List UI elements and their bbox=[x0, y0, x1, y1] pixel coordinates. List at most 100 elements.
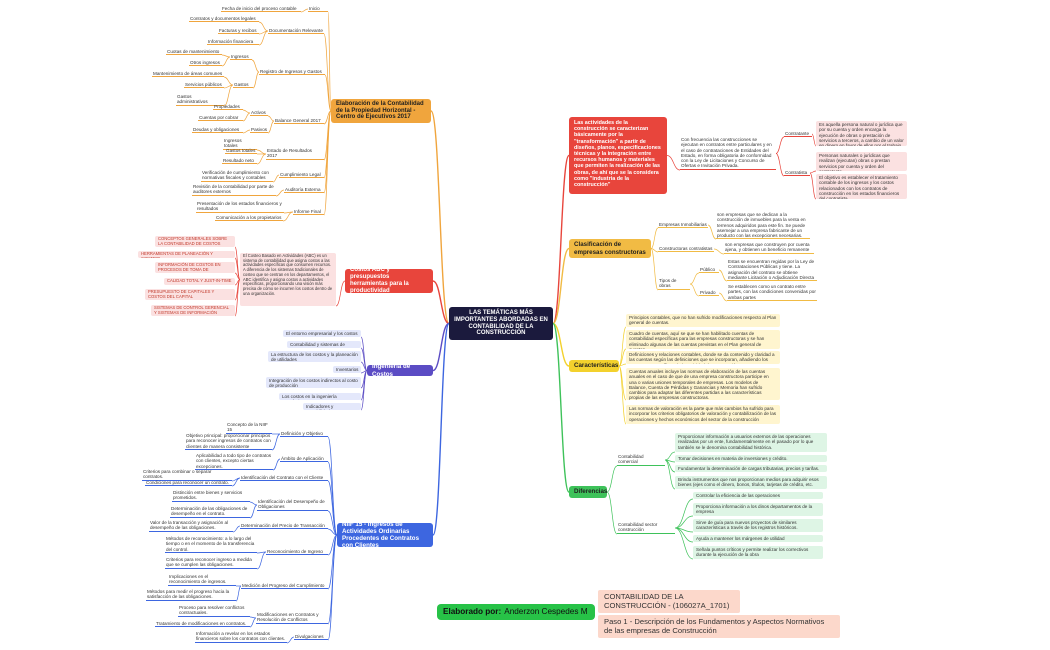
node-ingresos[interactable]: Ingresos bbox=[230, 54, 252, 61]
node-contratista[interactable]: Contratista bbox=[784, 170, 810, 177]
ing-item-ingenieria-economica[interactable]: Los costos en la ingeniería económica bbox=[279, 393, 361, 400]
niif-def-concepto[interactable]: Concepto de la NIIF 15 bbox=[226, 422, 272, 434]
leaf-verificacion[interactable]: Verificación de cumplimiento con normati… bbox=[201, 170, 273, 182]
ing-item-estructura[interactable]: La estructura de los costos y la planeac… bbox=[268, 351, 361, 362]
node-contab-sector[interactable]: Contabilidad sector construcción bbox=[617, 522, 675, 534]
niif-definicion[interactable]: Definición y Objetivo bbox=[280, 431, 328, 438]
node-registro[interactable]: Registro de Ingresos y Gastos bbox=[259, 69, 325, 76]
niif-def-objetivo[interactable]: Objetivo principal: proporcionar princip… bbox=[185, 433, 272, 450]
node-cumplimiento[interactable]: Cumplimiento Legal bbox=[279, 172, 324, 179]
course-title[interactable]: CONTABILIDAD DE LA CONSTRUCCIÓN - (10602… bbox=[598, 590, 740, 613]
comercial-item-3[interactable]: Fundamentar la determinación de cargas t… bbox=[675, 465, 827, 472]
node-estado[interactable]: Estado de Resultados 2017 bbox=[266, 148, 324, 160]
branch-clasificacion[interactable]: Clasificación de empresas constructoras bbox=[569, 239, 651, 258]
node-activos[interactable]: Activos bbox=[250, 110, 268, 117]
branch-elaboracion[interactable]: Elaboración de la Contabilidad de la Pro… bbox=[331, 99, 431, 123]
leaf-facturas[interactable]: Facturas y recibos bbox=[218, 28, 259, 35]
node-inicio[interactable]: Inicio bbox=[308, 6, 328, 13]
niif-recon-b[interactable]: Criterios para reconocer ingreso a medid… bbox=[165, 557, 257, 569]
niif-obligaciones[interactable]: Identificación del Desempeño de Obligaci… bbox=[257, 499, 328, 511]
leaf-comunicacion[interactable]: Comunicación a los propietarios bbox=[215, 215, 283, 222]
branch-ingenieria[interactable]: Ingeniería de Costos bbox=[367, 365, 433, 376]
caract-definiciones[interactable]: Definiciones y relaciones contables, don… bbox=[626, 351, 780, 364]
sector-item-2[interactable]: Proporciona información a los dinos depa… bbox=[693, 503, 823, 516]
niif-recon-a[interactable]: Métodos de reconocimiento: a lo largo de… bbox=[165, 536, 257, 553]
comercial-item-1[interactable]: Proporcionar información a usuarios exte… bbox=[675, 433, 827, 452]
node-gastos[interactable]: Gastos bbox=[233, 82, 253, 89]
leaf-gastos-totales[interactable]: Gastos totales bbox=[225, 148, 257, 155]
leaf-contratos[interactable]: Contratos y documentos legales bbox=[189, 16, 259, 23]
abc-item-informacion[interactable]: INFORMACIÓN DE COSTOS EN PROCESOS DE TOM… bbox=[155, 262, 235, 273]
caract-principios[interactable]: Principios contables, que no han sufrido… bbox=[626, 314, 780, 327]
niif-ident-a[interactable]: Criterios para combinar o separar contra… bbox=[142, 469, 232, 481]
abc-item-herramientas[interactable]: HERRAMIENTAS DE PLANEACIÓN Y CONTROL bbox=[138, 251, 235, 258]
leaf-presentacion[interactable]: Presentación de los estados financieros … bbox=[196, 201, 284, 213]
leaf-propiedades[interactable]: Propiedades bbox=[213, 104, 243, 111]
ing-item-integracion[interactable]: Integración de los costos indirectos al … bbox=[266, 377, 361, 388]
niif-ident-b[interactable]: Condiciones para reconocer un contrato. bbox=[145, 480, 232, 487]
abc-item-conceptos[interactable]: CONCEPTOS GENERALES SOBRE LA CONTABILIDA… bbox=[155, 236, 235, 247]
niif-precio[interactable]: Determinación del Precio de Transacción bbox=[240, 523, 328, 530]
niif-medicion[interactable]: Medición del Progreso del Cumplimiento bbox=[241, 583, 328, 590]
niif-identificacion[interactable]: Identificación del Contrato con el Clien… bbox=[240, 475, 328, 482]
node-privado[interactable]: Privado bbox=[699, 290, 719, 297]
niif-medic-a[interactable]: Implicaciones en el reconocimiento de in… bbox=[168, 574, 236, 586]
leaf-constructoras-def[interactable]: son empresas que construyen por cuenta a… bbox=[724, 242, 814, 254]
leaf-publico-def[interactable]: Estas se encuentran regidas por la Ley d… bbox=[727, 259, 817, 282]
node-informe[interactable]: Informe Final bbox=[293, 209, 324, 216]
caract-cuadro-cuentas[interactable]: Cuadro de cuentas, aquí se que se han ha… bbox=[626, 330, 780, 349]
abc-item-sistemas[interactable]: SISTEMAS DE CONTROL GERENCIAL Y SISTEMAS… bbox=[151, 305, 235, 316]
leaf-mantenimiento[interactable]: Mantenimiento de áreas comunes bbox=[152, 71, 224, 78]
leaf-revision[interactable]: Revisión de la contabilidad por parte de… bbox=[192, 184, 276, 196]
leaf-contratista-def[interactable]: Personas naturales o jurídicas que reali… bbox=[816, 152, 907, 171]
node-auditoria[interactable]: Auditoría Externa bbox=[284, 187, 324, 194]
leaf-info-financiera[interactable]: Información financiera bbox=[207, 39, 259, 46]
leaf-cuentas-cobrar[interactable]: Cuentas por cobrar bbox=[198, 115, 243, 122]
niif-modif-a[interactable]: Proceso para resolver conflictos contrac… bbox=[178, 605, 250, 617]
phase-title[interactable]: Paso 1 - Descripción de los Fundamentos … bbox=[598, 615, 840, 638]
niif-precio-a[interactable]: Valor de la transacción y asignación al … bbox=[149, 520, 233, 532]
sector-item-5[interactable]: Señala puntos críticos y permite realiza… bbox=[693, 546, 823, 559]
ing-item-indicadores[interactable]: Indicadores y rentabilidad bbox=[303, 403, 361, 410]
sector-item-3[interactable]: Sirve de guía para nuevos proyectos de s… bbox=[693, 519, 823, 532]
caract-normas-valoracion[interactable]: Las normas de valoración es la parte que… bbox=[626, 405, 780, 424]
sector-item-4[interactable]: Ayuda a mantener los márgenes de utilida… bbox=[693, 535, 823, 542]
node-constructoras[interactable]: Constructoras contratistas bbox=[658, 246, 714, 253]
leaf-servicios[interactable]: Servicios públicos bbox=[184, 82, 224, 89]
author-badge[interactable]: Elaborado por: Anderzon Cespedes M bbox=[437, 604, 595, 620]
comercial-item-4[interactable]: Brinda instrumentos que nos proporcionan… bbox=[675, 476, 827, 489]
niif-divulg-a[interactable]: Información a revelar en los estados fin… bbox=[195, 631, 287, 643]
niif-oblig-a[interactable]: Distinción entre bienes y servicios prom… bbox=[172, 490, 250, 502]
niif-ambito[interactable]: Ámbito de Aplicación bbox=[280, 456, 328, 463]
caract-cuentas-anuales[interactable]: Cuentas anuales incluye las normas de el… bbox=[626, 368, 780, 400]
sector-item-1[interactable]: Controlar la eficiencia de las operacion… bbox=[693, 492, 823, 499]
niif-oblig-b[interactable]: Determinación de las obligaciones de des… bbox=[170, 506, 250, 518]
branch-diferencias[interactable]: Diferencias bbox=[569, 486, 607, 498]
ing-item-contabilidad[interactable]: Contabilidad y sistemas de costos bbox=[287, 341, 361, 348]
leaf-deudas[interactable]: Deudas y obligaciones bbox=[192, 127, 243, 134]
leaf-ingresos-totales[interactable]: Ingresos totales bbox=[223, 138, 257, 150]
actividades-desc[interactable]: Con frecuencia las construcciones se eje… bbox=[680, 137, 776, 170]
niif-divulgaciones[interactable]: Divulgaciones bbox=[294, 634, 328, 641]
central-topic[interactable]: LAS TEMÁTICAS MÁS IMPORTANTES ABORDADAS … bbox=[449, 307, 553, 340]
branch-niif15[interactable]: NIIF 15 - Ingresos de Actividades Ordina… bbox=[337, 523, 433, 547]
ing-item-inventarios[interactable]: Inventarios bbox=[333, 366, 361, 373]
node-pasivos[interactable]: Pasivos bbox=[250, 127, 268, 134]
abc-item-calidad[interactable]: CALIDAD TOTAL Y JUST-IN-TIME bbox=[164, 278, 235, 285]
niif-medic-b[interactable]: Métodos para medir el progreso hacia la … bbox=[146, 589, 236, 601]
branch-actividades[interactable]: Las actividades de la construcción se ca… bbox=[569, 117, 667, 194]
leaf-cuotas[interactable]: Cuotas de mantenimiento bbox=[166, 49, 222, 56]
abc-description[interactable]: El Costeo Basado en Actividades (ABC) es… bbox=[240, 253, 336, 306]
niif-reconocimiento[interactable]: Reconocimiento de Ingreso bbox=[266, 549, 328, 556]
node-inmobiliarias[interactable]: Empresas Inmobiliarias bbox=[658, 222, 708, 229]
leaf-resultado-neto[interactable]: Resultado neto bbox=[222, 158, 257, 165]
node-tipos-obras[interactable]: Tipos de obras bbox=[658, 278, 690, 290]
node-contratante[interactable]: Contratante bbox=[784, 131, 812, 138]
niif-modificaciones[interactable]: Modificaciones en Contratos y Resolución… bbox=[256, 612, 328, 624]
node-balance[interactable]: Balance General 2017 bbox=[274, 118, 324, 125]
abc-item-presupuesto[interactable]: PRESUPUESTO DE CAPITALES Y COSTOS DEL CA… bbox=[145, 289, 235, 300]
node-publico[interactable]: Público bbox=[699, 267, 719, 274]
niif-modif-b[interactable]: Tratamiento de modificaciones en contrat… bbox=[155, 621, 250, 628]
leaf-inmobiliarias-def[interactable]: son empresas que se dedican a la constru… bbox=[716, 212, 810, 240]
node-contab-comercial[interactable]: Contabilidad comercial bbox=[617, 454, 665, 466]
